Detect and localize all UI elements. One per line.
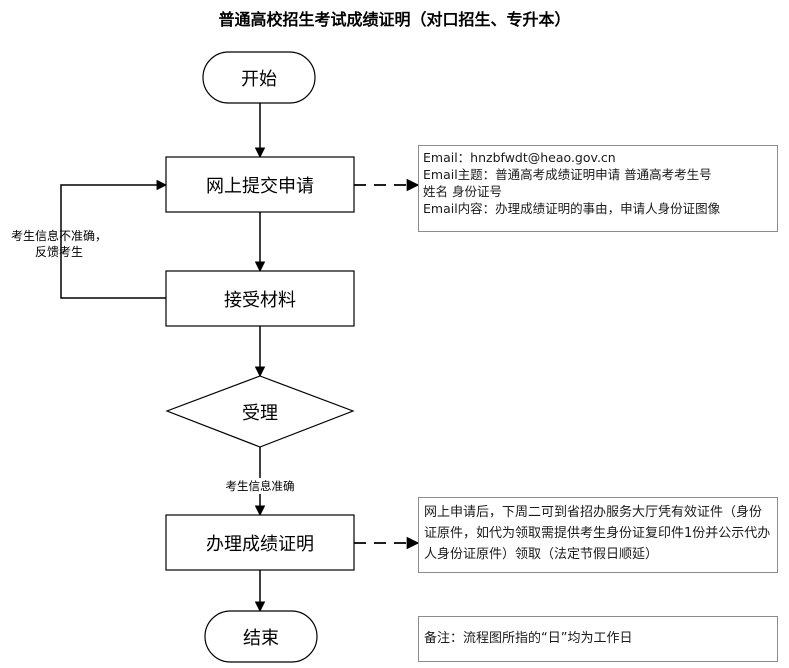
remark-note: 备注：流程图所指的“日”均为工作日 [418,616,778,662]
feedback-label-line1: 考生信息不准确， [10,229,107,243]
start-terminator [202,51,316,104]
email-note-line4: Email内容：办理成绩证明的事由，申请人身份证图像 [423,201,721,216]
submit-process-box [165,156,355,213]
receive-process-box [165,270,355,327]
pickup-note-text: 网上申请后，下周二可到省招办服务大厅凭有效证件（身份证原件，如代为领取需提供考生… [424,505,771,562]
start-label: 开始 [241,68,277,90]
email-note-line1: Email：hnzbfwdt@heao.gov.cn [423,150,616,165]
email-note-line2: Email主题：普通高考成绩证明申请 普通高考考生号 [423,167,712,182]
remark-note-text: 备注：流程图所指的“日”均为工作日 [424,631,633,646]
end-label: 结束 [243,627,279,649]
email-note: Email：hnzbfwdt@heao.gov.cn Email主题：普通高考成… [418,145,778,232]
end-terminator [204,610,318,663]
feedback-label-line2: 反馈考生 [34,245,83,259]
accept-label: 受理 [242,402,278,424]
email-note-line3: 姓名 身份证号 [423,184,502,199]
pickup-note: 网上申请后，下周二可到省招办服务大厅凭有效证件（身份证原件，如代为领取需提供考生… [418,497,778,573]
feedback-edge-label: 考生信息不准确， 反馈考生 [4,228,114,260]
submit-label: 网上提交申请 [206,175,314,197]
receive-label: 接受材料 [224,289,296,311]
issue-label: 办理成绩证明 [206,533,314,555]
valid-edge-label: 考生信息准确 [216,478,304,494]
feedback-loop-connector [60,179,168,299]
page-title: 普通高校招生考试成绩证明（对口招生、专升本） [218,10,571,29]
